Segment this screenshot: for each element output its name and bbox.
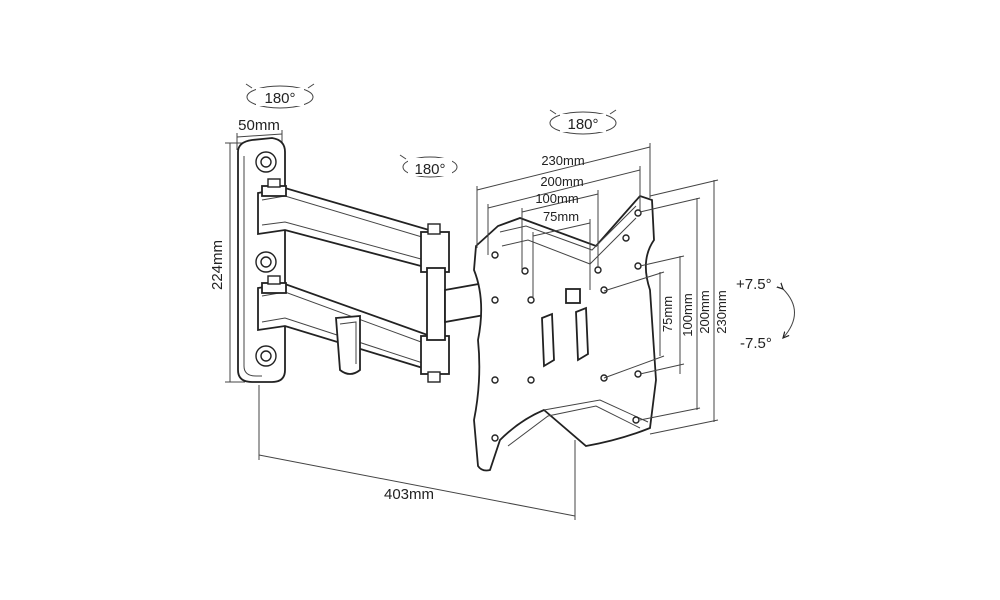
vesa-v-230-label: 230mm xyxy=(714,290,729,333)
wall-plate-width-dimension: 50mm xyxy=(236,117,283,150)
wall-plate-height-dimension: 224mm xyxy=(209,142,245,383)
arm-swivel-label: 180° xyxy=(414,161,445,178)
extension-label: 403mm xyxy=(384,486,434,503)
extension-dimension: 403mm xyxy=(258,385,576,520)
wall-plate-width-label: 50mm xyxy=(238,117,280,134)
tilt-arrow-icon xyxy=(783,289,795,338)
wall-swivel-rotation: 180° xyxy=(245,83,315,109)
arm-swivel-rotation: 180° xyxy=(399,154,458,178)
rotation-arrow-icon xyxy=(246,85,314,109)
wall-plate xyxy=(237,137,286,383)
tilt-indicator: +7.5° -7.5° xyxy=(736,276,795,352)
wall-swivel-label: 180° xyxy=(264,90,295,107)
vesa-plate xyxy=(473,194,657,472)
vesa-v-200-label: 200mm xyxy=(697,290,712,333)
rotation-arrow-icon xyxy=(402,156,458,178)
vesa-h-100-label: 100mm xyxy=(535,191,578,206)
rotation-arrow-icon xyxy=(549,111,617,135)
vesa-h-75-label: 75mm xyxy=(543,209,579,224)
vesa-v-100-label: 100mm xyxy=(680,293,695,336)
vesa-h-200-label: 200mm xyxy=(540,174,583,189)
plate-swivel-label: 180° xyxy=(567,116,598,133)
tilt-down-label: -7.5° xyxy=(740,335,772,352)
plate-swivel-rotation: 180° xyxy=(549,109,617,135)
tilt-up-label: +7.5° xyxy=(736,276,772,293)
vesa-h-230-label: 230mm xyxy=(541,153,584,168)
vesa-v-75-label: 75mm xyxy=(660,296,675,332)
arm-joint xyxy=(420,223,491,383)
wall-plate-height-label: 224mm xyxy=(209,240,226,290)
vesa-horizontal-dimensions: 230mm 200mm 100mm 75mm xyxy=(476,143,651,298)
vesa-vertical-dimensions: 75mm 100mm 200mm 230mm xyxy=(603,179,729,435)
